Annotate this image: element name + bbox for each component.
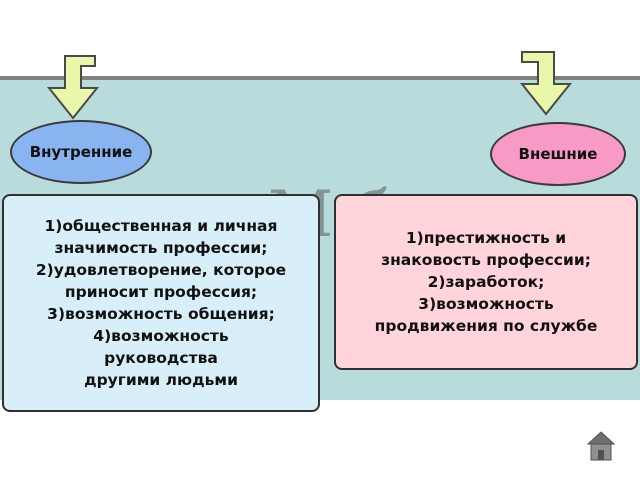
header-divider bbox=[0, 76, 640, 80]
list-item: 3)возможность bbox=[418, 295, 554, 313]
list-item: продвижения по службе bbox=[374, 317, 598, 335]
arrow-down-right-icon bbox=[519, 51, 573, 116]
list-item: знаковость профессии; bbox=[381, 251, 591, 269]
list-item: другими людьми bbox=[84, 371, 238, 389]
arrow-down-left-icon bbox=[46, 55, 100, 120]
list-item: 2)удовлетворение, которое bbox=[35, 261, 287, 279]
external-motives-ellipse: Внешние bbox=[490, 122, 626, 186]
list-item: значимость профессии; bbox=[54, 239, 268, 257]
list-item: приносит профессия; bbox=[64, 283, 258, 301]
internal-motives-box: 1)общественная и личная значимость профе… bbox=[2, 194, 320, 412]
list-item: 1)престижность и bbox=[405, 229, 567, 247]
list-item: 1)общественная и личная bbox=[44, 217, 278, 235]
list-item: 2)заработок; bbox=[427, 273, 545, 291]
external-motives-box: 1)престижность и знаковость профессии; 2… bbox=[334, 194, 638, 370]
list-item: руководства bbox=[104, 349, 218, 367]
list-item: 4)возможность bbox=[93, 327, 229, 345]
internal-motives-ellipse: Внутренние bbox=[10, 120, 152, 184]
home-icon[interactable] bbox=[586, 430, 616, 464]
list-item: 3)возможность общения; bbox=[47, 305, 275, 323]
